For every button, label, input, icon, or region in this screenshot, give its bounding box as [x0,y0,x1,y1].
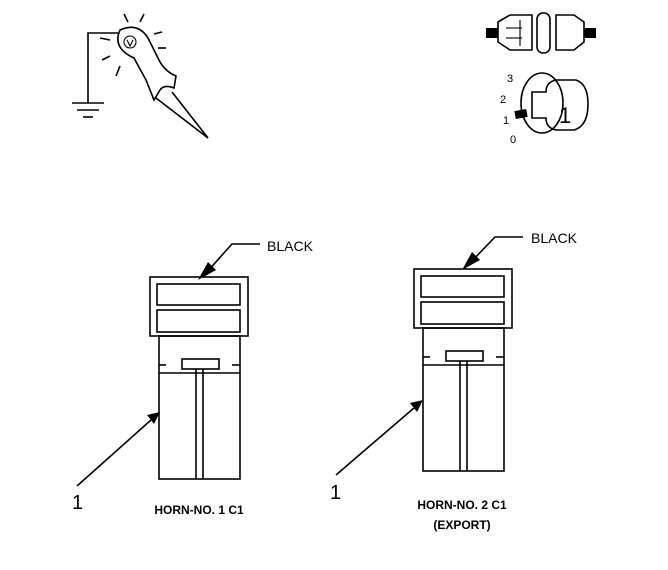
connector-2-cap [413,268,513,329]
connector-1-caption: HORN-NO. 1 C1 [154,503,244,517]
connector-horn-1: BLACK 1 HORN-NO. 1 C1 [72,238,314,517]
connector-2-body [422,327,505,472]
connector-2-caption-line1: HORN-NO. 2 C1 [417,498,507,512]
ignition-position-0: 0 [510,134,516,146]
ignition-position-2: 2 [500,94,506,106]
connector-2-callout-number: 1 [330,482,341,504]
ignition-key-icon: 1 3 2 1 0 [500,72,589,146]
connector-1-cap [149,276,249,337]
connector-1-color-label: BLACK [267,238,314,254]
ignition-position-1: 1 [503,115,509,127]
connector-2-color-label: BLACK [531,230,578,246]
ignition-position-3: 3 [507,73,513,85]
connector-horn-2: BLACK 1 HORN-NO. 2 C1 (EXPORT) [330,230,578,532]
connector-2-caption-line2: (EXPORT) [433,518,490,532]
connector-1-body [158,335,241,480]
ignition-key-label: 1 [559,103,571,128]
test-light-icon [72,13,209,139]
connector-symbol-icon [486,12,596,54]
connector-1-callout-number: 1 [72,492,83,514]
